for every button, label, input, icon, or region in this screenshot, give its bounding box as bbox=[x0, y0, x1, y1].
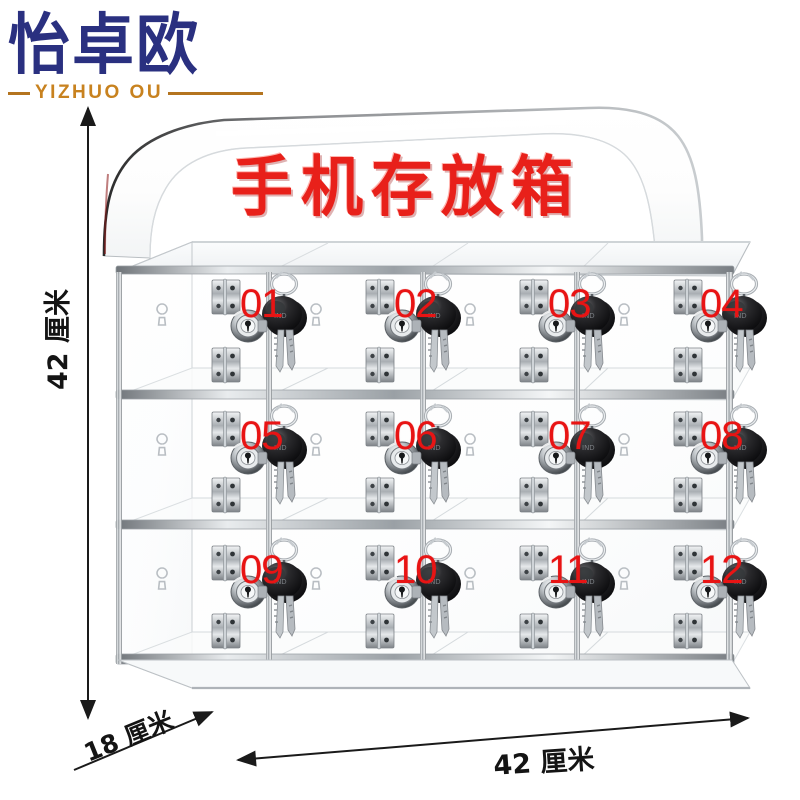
cabinet-drawing: IND bbox=[115, 241, 769, 690]
brand-rule-left bbox=[8, 91, 30, 95]
cell-number-12: 12 bbox=[700, 548, 743, 592]
signboard-panel: 手机存放箱 bbox=[96, 88, 716, 263]
signboard-headline: 手机存放箱 bbox=[230, 148, 581, 226]
cell-number-09: 09 bbox=[240, 548, 283, 592]
acrylic-storage-cabinet: IND bbox=[100, 236, 769, 706]
depth-dimension-line bbox=[73, 711, 214, 771]
brand-logo-chinese: 怡卓欧 bbox=[8, 5, 201, 84]
cell-number-03: 03 bbox=[548, 282, 591, 326]
cell-number-02: 02 bbox=[394, 282, 437, 326]
cell-number-11: 11 bbox=[548, 548, 589, 592]
brand-logo: 怡卓欧 YIZHUO OU bbox=[8, 5, 278, 118]
cell-number-05: 05 bbox=[240, 414, 283, 458]
width-dimension-label: 42 厘米 bbox=[492, 743, 596, 782]
cell-number-04: 04 bbox=[700, 282, 743, 326]
width-dimension-line bbox=[236, 711, 750, 767]
cell-number-01: 01 bbox=[240, 282, 283, 326]
cell-number-06: 06 bbox=[394, 414, 437, 458]
cell-number-07: 07 bbox=[548, 414, 591, 458]
brand-logo-latin: YIZHUO OU bbox=[35, 82, 164, 103]
cell-number-10: 10 bbox=[394, 548, 437, 592]
brand-rule-right bbox=[168, 91, 263, 95]
cell-number-08: 08 bbox=[700, 414, 743, 458]
brand-logo-latin-row: YIZHUO OU bbox=[8, 82, 263, 104]
signboard-shape bbox=[102, 106, 704, 261]
height-dimension-label: 42 厘米 bbox=[43, 289, 74, 390]
